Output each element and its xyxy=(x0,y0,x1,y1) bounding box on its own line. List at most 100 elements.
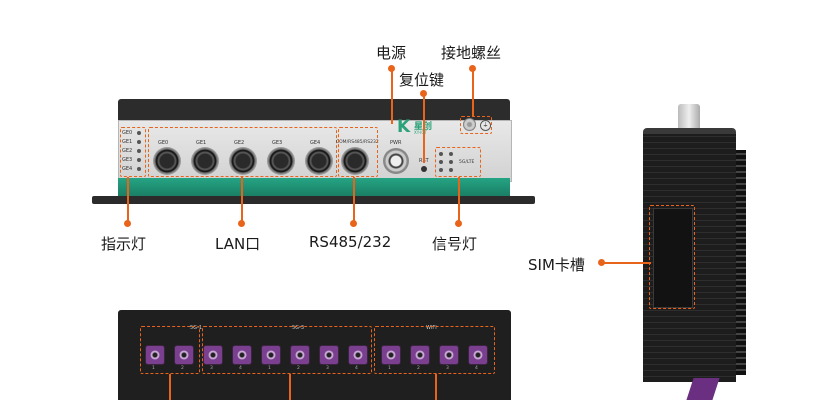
antenna-number: 4 xyxy=(475,366,478,371)
callout-line xyxy=(289,374,291,400)
side-antenna-stub xyxy=(678,104,700,130)
port-label-ge3: GE3 xyxy=(272,140,283,146)
antenna-number: 3 xyxy=(446,366,449,371)
callout-sim: SIM卡槽 xyxy=(528,256,585,274)
antenna-port xyxy=(261,345,281,365)
signal-led xyxy=(449,168,453,172)
antenna-port xyxy=(145,345,165,365)
com-port-label: COM/RS485/RS232 xyxy=(336,140,379,145)
antenna-number: 4 xyxy=(239,366,242,371)
antenna-number: 2 xyxy=(297,366,300,371)
antenna-port xyxy=(439,345,459,365)
callout-signal: 信号灯 xyxy=(432,235,478,253)
callout-line xyxy=(241,177,243,222)
port-label-ge4: GE4 xyxy=(310,140,321,146)
antenna-port xyxy=(232,345,252,365)
signal-led xyxy=(449,160,453,164)
device-top-case xyxy=(118,99,510,123)
led-label: GE3 xyxy=(122,157,133,163)
side-purple-cable xyxy=(686,378,720,400)
power-port xyxy=(383,148,409,174)
side-fin-right xyxy=(736,150,746,375)
callout-line xyxy=(435,374,437,400)
side-body xyxy=(643,134,736,382)
antenna-number: 1 xyxy=(388,366,391,371)
antenna-port xyxy=(381,345,401,365)
port-label-ge0: GE0 xyxy=(158,140,169,146)
indicator-highlight-box xyxy=(120,127,146,177)
callout-ground: 接地螺丝 xyxy=(441,44,502,62)
lan-port-ge3 xyxy=(268,148,294,174)
antenna-number: 2 xyxy=(181,366,184,371)
antenna-number: 2 xyxy=(417,366,420,371)
callout-rs485: RS485/232 xyxy=(309,233,392,251)
callout-power: 电源 xyxy=(376,44,407,62)
group-5g1-highlight-box xyxy=(140,326,200,374)
ground-symbol-icon: ⏚ xyxy=(480,120,491,131)
callout-line xyxy=(423,93,425,163)
lan-port-ge4 xyxy=(306,148,332,174)
callout-line xyxy=(391,68,393,124)
lan-highlight-box xyxy=(148,127,337,177)
device-teal-base xyxy=(118,178,510,196)
signal-led xyxy=(439,168,443,172)
antenna-number: 1 xyxy=(152,366,155,371)
callout-dot xyxy=(238,220,245,227)
group-label-5g1: 5G-1 xyxy=(190,325,203,331)
port-label-ge1: GE1 xyxy=(196,140,207,146)
brand-sub: XY-IOT xyxy=(414,130,427,135)
led-label: GE0 xyxy=(122,130,133,136)
group-label-wifi: WIFI xyxy=(426,325,437,331)
callout-line xyxy=(169,374,171,400)
led-label: GE1 xyxy=(122,139,133,145)
lan-port-ge2 xyxy=(230,148,256,174)
led-ge1 xyxy=(137,140,141,144)
ground-screw-icon xyxy=(463,118,476,131)
signal-led xyxy=(449,152,453,156)
antenna-port xyxy=(174,345,194,365)
sim-highlight-box xyxy=(649,205,695,309)
led-ge4 xyxy=(137,167,141,171)
mounting-flange xyxy=(92,196,535,204)
callout-line xyxy=(472,68,474,116)
lan-port-ge0 xyxy=(154,148,180,174)
antenna-number: 3 xyxy=(210,366,213,371)
callout-line xyxy=(458,177,460,222)
callout-dot xyxy=(350,220,357,227)
ground-highlight-box xyxy=(460,116,492,134)
signal-led-block: 5G/LTE xyxy=(437,150,481,176)
rs485-highlight-box xyxy=(338,127,378,177)
signal-highlight-box xyxy=(435,147,481,177)
antenna-port xyxy=(290,345,310,365)
signal-label: 5G/LTE xyxy=(459,160,475,165)
callout-dot xyxy=(455,220,462,227)
callout-reset: 复位键 xyxy=(399,71,445,89)
side-top-cap xyxy=(643,128,736,136)
group-5g3-highlight-box xyxy=(202,326,372,374)
callout-line xyxy=(601,262,651,264)
sim-slot xyxy=(653,208,693,308)
led-ge3 xyxy=(137,158,141,162)
reset-button xyxy=(421,166,427,172)
antenna-port xyxy=(203,345,223,365)
antenna-number: 4 xyxy=(355,366,358,371)
led-ge2 xyxy=(137,149,141,153)
signal-led xyxy=(439,160,443,164)
callout-line xyxy=(127,177,129,222)
pwr-label: PWR xyxy=(390,140,402,146)
lan-port-ge1 xyxy=(192,148,218,174)
signal-led xyxy=(439,152,443,156)
antenna-number: 1 xyxy=(268,366,271,371)
rs485-port xyxy=(342,148,368,174)
callout-line xyxy=(353,177,355,222)
led-label: GE2 xyxy=(122,148,133,154)
port-label-ge2: GE2 xyxy=(234,140,245,146)
antenna-port xyxy=(348,345,368,365)
group-label-5g3: 5G-3 xyxy=(292,325,305,331)
led-ge0 xyxy=(137,131,141,135)
antenna-port xyxy=(468,345,488,365)
led-column: GE0 GE1 GE2 GE3 GE4 xyxy=(122,129,144,173)
callout-lan: LAN口 xyxy=(215,235,261,253)
led-label: GE4 xyxy=(122,166,133,172)
antenna-number: 3 xyxy=(326,366,329,371)
